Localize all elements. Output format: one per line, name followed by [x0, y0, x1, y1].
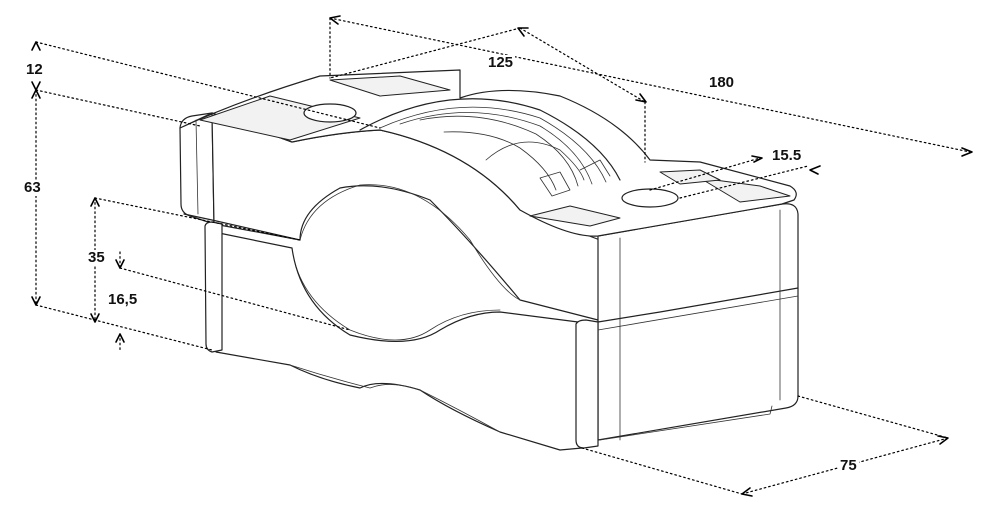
dim-75-ext-right [797, 395, 949, 439]
right-end-face [597, 203, 799, 441]
dim-155-label: 15.5 [770, 147, 804, 164]
saddle-rib-4 [419, 115, 579, 187]
dim-155-arrow-bottom [809, 165, 821, 175]
saddle-inner-arc [485, 141, 585, 181]
bottom-edge [599, 405, 773, 441]
dim-12-bottom-ext [35, 89, 201, 127]
dim-155-line [649, 157, 761, 191]
dim-12-label: 12 [24, 61, 45, 78]
dim-35-arrow-bottom [90, 313, 100, 323]
dim-180-line [329, 17, 971, 153]
parting-line-right-2 [597, 295, 799, 331]
saddle-inner-curve [299, 184, 521, 301]
saddle-rib-1 [359, 98, 621, 181]
dim-12-arrow-top [31, 41, 41, 51]
dim-63-arrow-top [31, 89, 41, 99]
left-face-edge-1 [195, 119, 199, 215]
dim-125-label: 125 [486, 54, 516, 71]
dim-165-label: 16,5 [106, 291, 140, 308]
top-pocket-left [199, 95, 361, 141]
saddle-rib-3 [399, 112, 593, 185]
right-bolt-hole [621, 188, 679, 208]
dim-35-label: 35 [86, 249, 107, 266]
dim-75-label: 75 [838, 457, 859, 474]
dim-63-arrow-bottom [31, 296, 41, 306]
dim-180-label: 180 [707, 74, 737, 91]
dim-180-arrow-end [961, 147, 973, 157]
dim-165-ext [119, 267, 351, 331]
bottom-saddle-curve [289, 364, 501, 433]
dim-63-bottom-ext [35, 304, 213, 351]
dim-125-arrow-end [635, 93, 647, 103]
saddle-inner-strut [579, 159, 611, 177]
dim-12-top-ext [35, 41, 381, 129]
dim-75-arrow-start [741, 487, 753, 497]
clamp-block [179, 69, 799, 451]
dim-155-ext [679, 165, 809, 199]
dim-155-arrow-top [751, 155, 763, 163]
top-pocket-right [529, 205, 621, 227]
saddle-inner-curve-2 [291, 249, 501, 341]
dim-125-line [519, 27, 646, 103]
dim-75-arrow-end [937, 435, 949, 445]
left-lower-tab [204, 221, 223, 353]
dim-63-label: 63 [22, 179, 43, 196]
saddle-rib-2 [379, 106, 607, 183]
dim-35-top-ext [94, 197, 301, 241]
right-lower-tab [575, 319, 599, 449]
dim-125-ext-2 [329, 27, 521, 79]
top-pocket-left-2 [329, 75, 451, 97]
saddle-rib-5 [443, 131, 557, 191]
top-pocket-right-3 [659, 169, 721, 185]
left-bolt-hole [303, 103, 357, 123]
saddle-inner-strut-2 [539, 171, 571, 197]
dim-12-arrow-bottom [31, 81, 41, 91]
dim-35-arrow-top [90, 197, 100, 207]
parting-line-left [183, 213, 301, 241]
dim-180-arrow-start [329, 15, 341, 25]
dim-75-ext-left [581, 447, 743, 495]
dim-125-arrow-start [517, 27, 529, 37]
parting-line-right [597, 287, 799, 323]
